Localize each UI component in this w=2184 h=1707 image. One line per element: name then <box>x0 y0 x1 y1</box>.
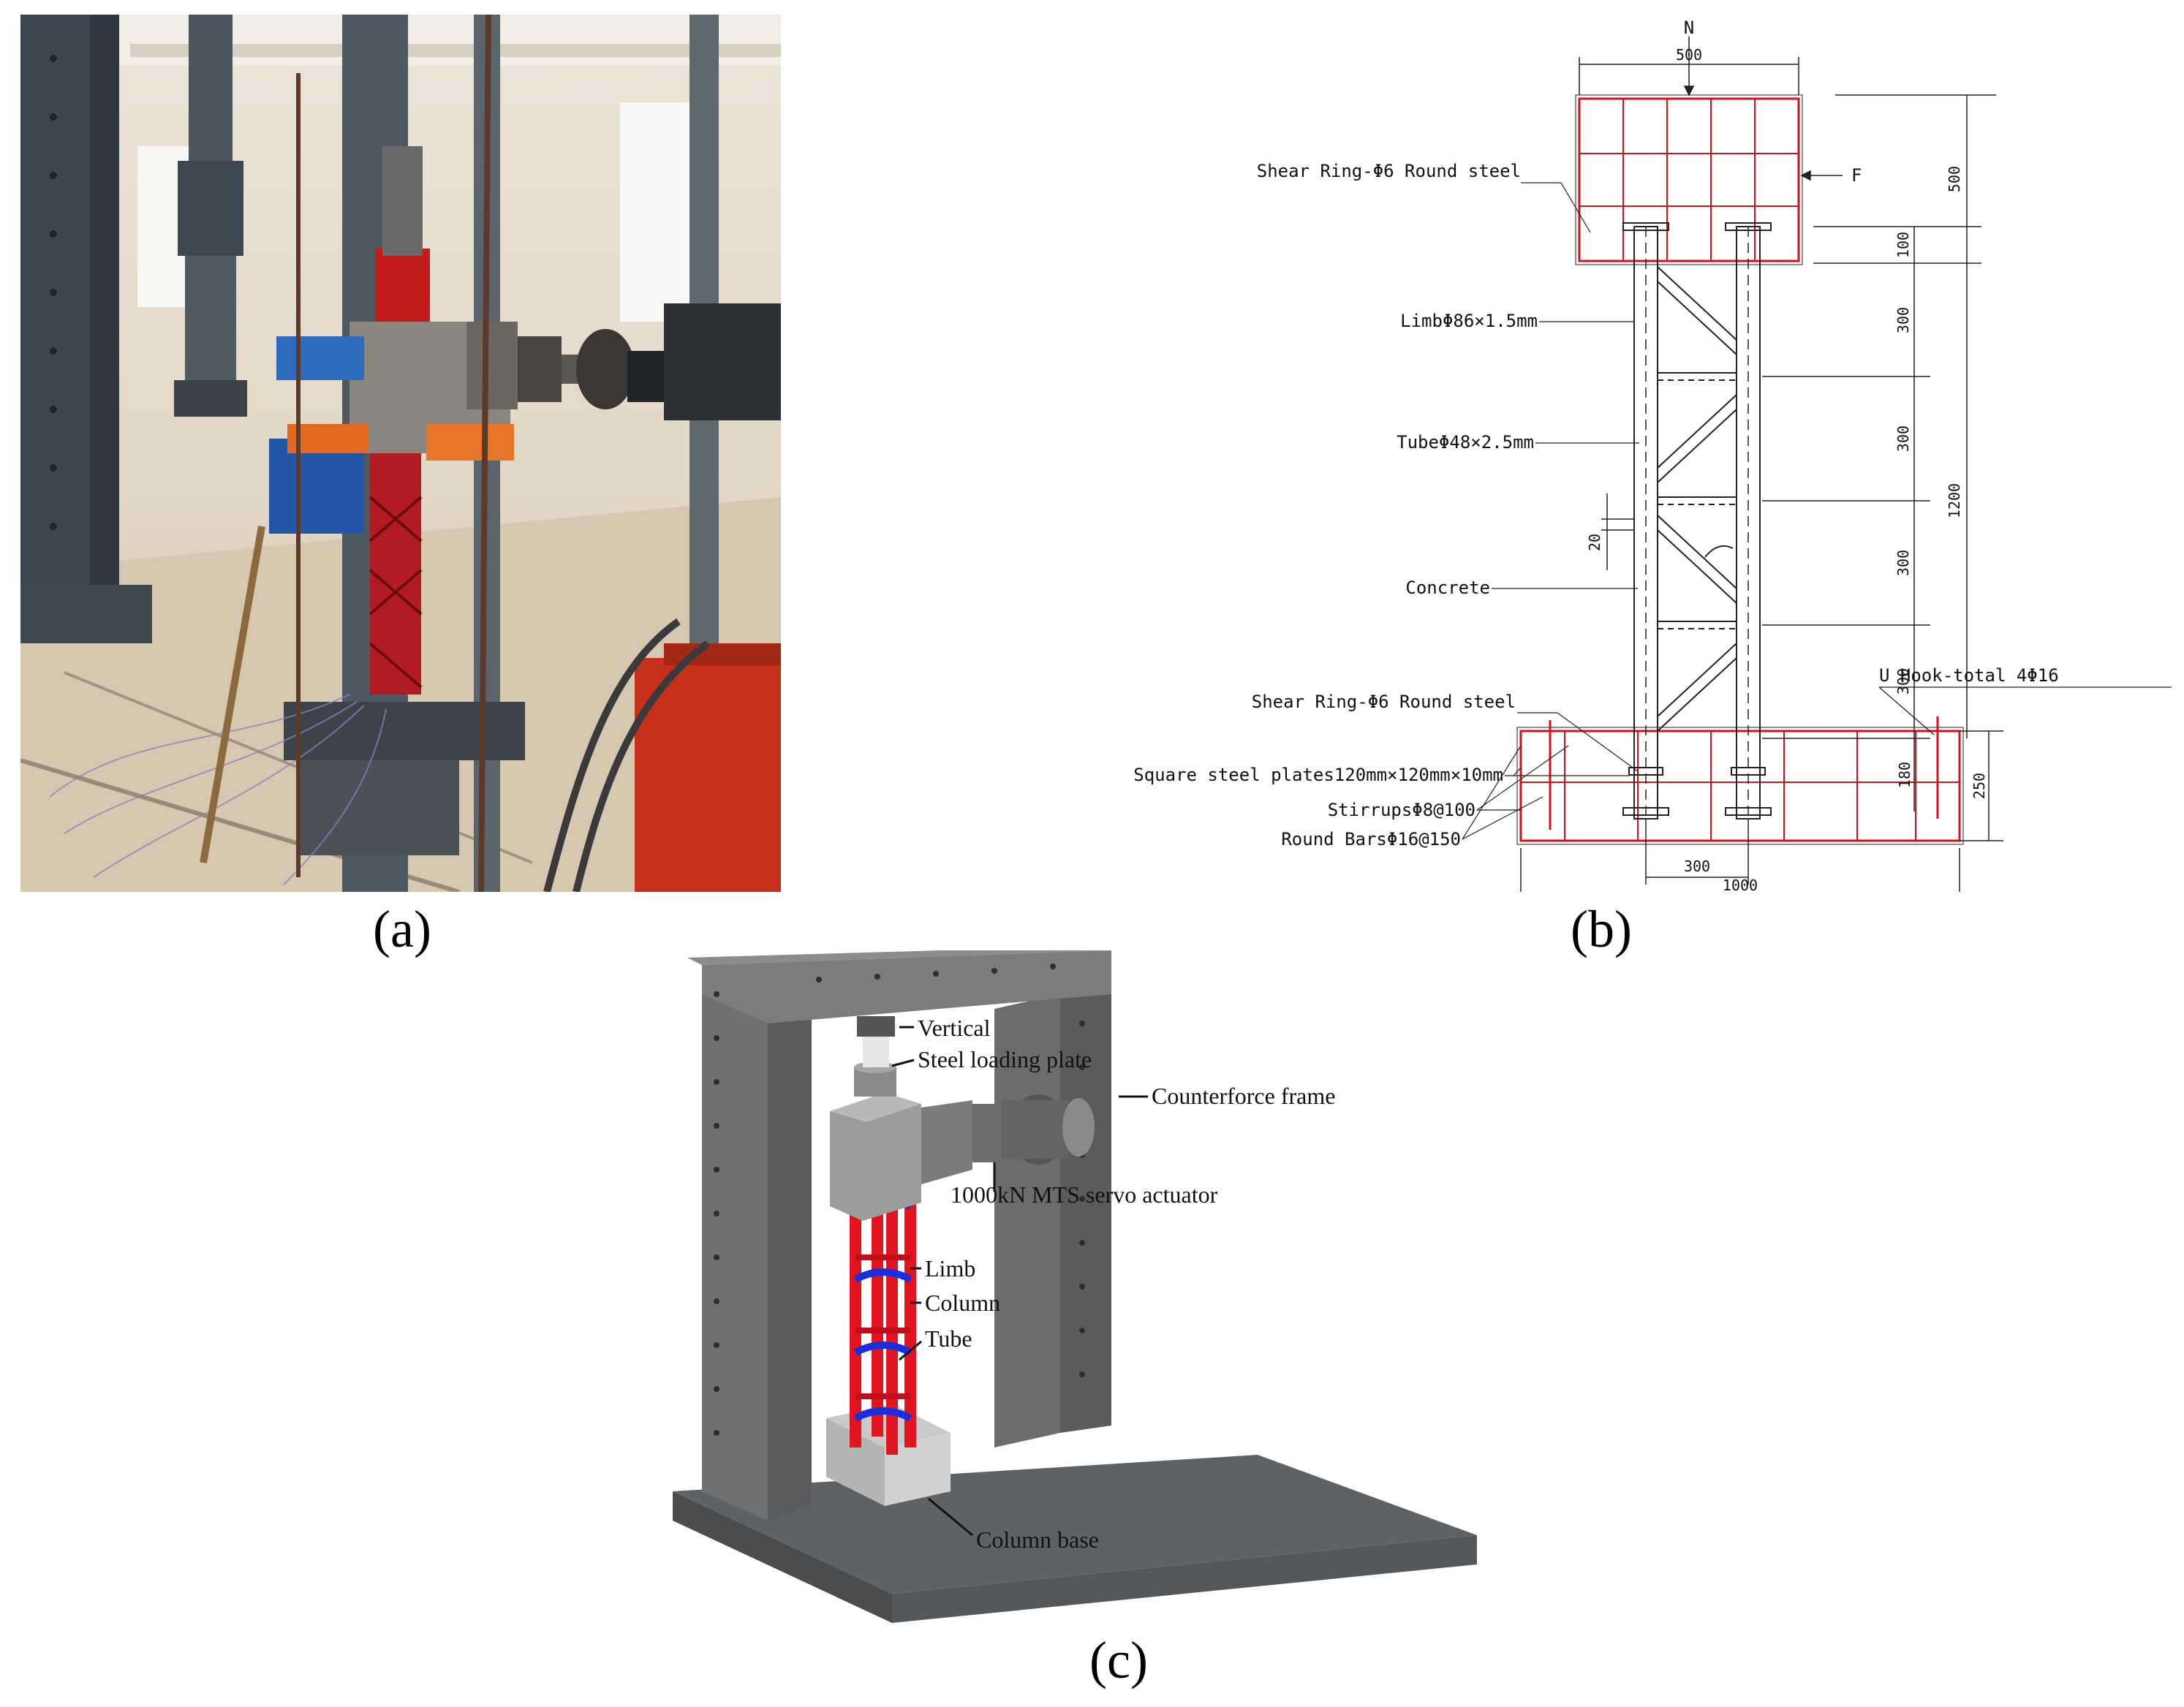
dim-total-height: 1200 <box>1946 483 1963 518</box>
dim-seg1: 300 <box>1894 307 1912 333</box>
label-vertical: Vertical <box>918 1015 991 1041</box>
dim-top-width: 500 <box>1676 46 1702 64</box>
label-tube: TubeΦ48×2.5mm <box>1397 432 1534 453</box>
dim-top-height: 500 <box>1946 166 1963 192</box>
caption-b: (b) <box>1571 900 1632 958</box>
label-limb: LimbΦ86×1.5mm <box>1400 311 1538 331</box>
loading-frame-render: Vertical Steel loading plate Counterforc… <box>673 950 1477 1623</box>
label-column-base: Column base <box>976 1526 1099 1553</box>
label-stirrups: StirrupsΦ8@100 <box>1328 800 1475 820</box>
dim-gap: 20 <box>1586 534 1603 551</box>
label-column: Column <box>925 1290 1000 1316</box>
label-shear-ring-top: Shear Ring-Φ6 Round steel <box>1257 161 1521 181</box>
label-counterforce: Counterforce frame <box>1152 1083 1335 1109</box>
label-u-hook: U Hook-total 4Φ16 <box>1879 665 2059 686</box>
dim-seg2: 300 <box>1894 425 1912 452</box>
dim-limb-spacing: 300 <box>1684 858 1710 875</box>
label-loading-plate: Steel loading plate <box>918 1046 1092 1072</box>
dim-base-embed: 180 <box>1896 762 1913 788</box>
test-setup-photo <box>20 15 781 892</box>
label-round-bars: Round BarsΦ16@150 <box>1281 829 1461 849</box>
label-tube: Tube <box>925 1325 972 1352</box>
base-block <box>1516 716 1964 845</box>
dim-seg3: 300 <box>1894 550 1912 576</box>
side-force-label: F <box>1851 165 1862 186</box>
label-actuator: 1000kN MTS servo actuator <box>951 1181 1218 1208</box>
top-force-label: N <box>1684 18 1694 38</box>
label-square-plates: Square steel plates120mm×120mm×10mm <box>1133 765 1503 785</box>
caption-a: (a) <box>373 900 431 958</box>
label-limb: Limb <box>925 1255 975 1282</box>
dim-top-offset: 100 <box>1894 232 1912 258</box>
label-shear-ring-bottom: Shear Ring-Φ6 Round steel <box>1252 692 1516 712</box>
label-concrete: Concrete <box>1405 578 1490 598</box>
dim-seg4: 300 <box>1894 668 1912 694</box>
top-block <box>1575 94 1803 265</box>
specimen-drawing: N 500 F Shear Ring-Φ6 Round steel LimbΦ8… <box>1133 18 2172 892</box>
dim-base-height: 250 <box>1970 773 1988 799</box>
dim-base-width: 1000 <box>1723 877 1758 892</box>
limbs <box>1622 222 1772 820</box>
caption-c: (c) <box>1089 1631 1148 1689</box>
